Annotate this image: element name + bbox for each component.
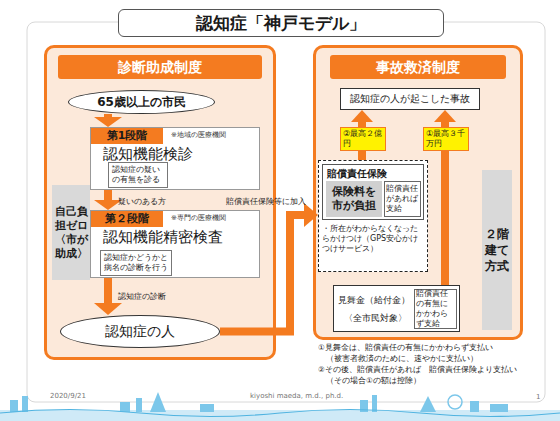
benefit-title: 見舞金（給付金） — [338, 294, 410, 307]
skyline-illustration — [0, 392, 560, 421]
dashed-group: ・所在がわからなくなったらかけつけ（GPS安心かけつけサービス） 賠償責任保険保険… — [318, 160, 428, 272]
arrow-head — [94, 117, 122, 127]
flow-arrow — [94, 278, 122, 315]
edge-label: ①最高３千万円 — [423, 127, 469, 151]
panel: 事故救済制度認知症の人が起こした事故・所在がわからなくなったらかけつけ（GPS安… — [313, 45, 523, 340]
event-box: 認知症の人が起こした事故 — [340, 88, 480, 110]
flow-arrow — [220, 203, 318, 332]
edge-label: ②最高２億円 — [340, 127, 386, 151]
arrow-head — [351, 110, 373, 122]
arrow-head — [94, 200, 122, 210]
arrow-shaft — [104, 114, 112, 118]
node-text: 認知症かどうかと病名の診断を行う — [104, 253, 168, 273]
arrow-shaft — [104, 278, 112, 304]
arrow-shaft — [104, 190, 112, 201]
edge-label: 賠償責任保険等に加入 — [226, 197, 306, 207]
insurance-box: 賠償責任保険保険料を市が負担賠償責任があれば支給 — [322, 164, 424, 220]
node-text: 認知症の疑いの有無を診る — [112, 165, 164, 185]
arrow-head — [434, 110, 456, 122]
panel-header: 診断助成制度 — [58, 55, 262, 79]
flow-arrow — [94, 190, 122, 210]
arrow-shaft — [220, 215, 305, 332]
node-text: 自己負担ゼロ〈市が助成〉 — [53, 205, 89, 261]
page-number: 1 — [536, 393, 540, 401]
node-text: ・所在がわからなくなったらかけつけ（GPS安心かけつけサービス） — [322, 224, 425, 254]
panel-header: 事故救済制度 — [330, 55, 506, 79]
side-band: ２階建て方式 — [482, 170, 512, 330]
note-text: ①見舞金は、賠償責任の有無にかかわらず支払い — [318, 343, 493, 353]
detail-box: 賠償責任があれば支給 — [384, 181, 421, 217]
footer-date: 2020/9/21 — [50, 392, 86, 400]
detail-box: 賠償責任の有無にかかわらず支給 — [414, 289, 457, 329]
highlight-box: 保険料を市が負担 — [326, 181, 382, 217]
node-text: 65歳以上の市民 — [97, 94, 186, 111]
stage-title: 認知機能精密検査 — [103, 228, 223, 247]
oval-node: 65歳以上の市民 — [68, 90, 215, 114]
stage-tag: 第1段階 — [91, 128, 163, 144]
side-band: 自己負担ゼロ〈市が助成〉 — [52, 185, 90, 280]
node-text: 賠償責任保険 — [327, 167, 387, 181]
detail-box: 認知症の疑いの有無を診る — [108, 162, 168, 188]
arrow-head — [94, 303, 122, 315]
benefit-note: 〈全市民対象〉 — [344, 312, 407, 325]
arrow-head — [304, 203, 318, 227]
note-text: ②その後、賠償責任があれば 賠償責任保険より支払い — [318, 365, 517, 375]
stage-box: 第２段階 ※専門の医療機関認知機能精密検査認知症かどうかと病名の診断を行う — [90, 210, 260, 278]
stage-tag: 第２段階 — [91, 211, 163, 227]
detail-box: 認知症かどうかと病名の診断を行う — [100, 250, 172, 276]
node-text: 保険料を市が負担 — [328, 185, 380, 213]
node-text: ２階建て方式 — [485, 226, 509, 274]
stage-box: 第1段階※地域の医療機関認知機能検診認知症の疑いの有無を診る — [90, 127, 260, 190]
node-text: 認知症の人が起こした事故 — [350, 92, 470, 106]
node-text: 賠償責任があれば支給 — [386, 184, 419, 214]
slide-frame — [27, 22, 545, 402]
note-text: （被害者救済のために、速やかに支払い） — [326, 354, 478, 364]
footer-author: kiyoshi maeda, m.d., ph.d. — [250, 392, 343, 400]
oval-node: 認知症の人 — [60, 315, 220, 348]
note-text: （その場合①の額は控除） — [326, 376, 421, 386]
stage-note: ※専門の医療機関 — [171, 213, 226, 223]
benefit-box: 見舞金（給付金） 〈全市民対象〉賠償責任の有無にかかわらず支給 — [333, 285, 460, 332]
edge-label: 認知症の診断 — [118, 291, 166, 302]
title-box: 認知症「神戸モデル」 — [118, 9, 444, 37]
flow-arrow — [94, 114, 122, 127]
node-text: 認知症の人 — [105, 323, 175, 341]
edge-label: 疑いのある方 — [118, 196, 166, 207]
node-text: 賠償責任の有無にかかわらず支給 — [416, 289, 455, 329]
title-text: 認知症「神戸モデル」 — [196, 12, 366, 35]
stage-note: ※地域の医療機関 — [171, 130, 226, 140]
